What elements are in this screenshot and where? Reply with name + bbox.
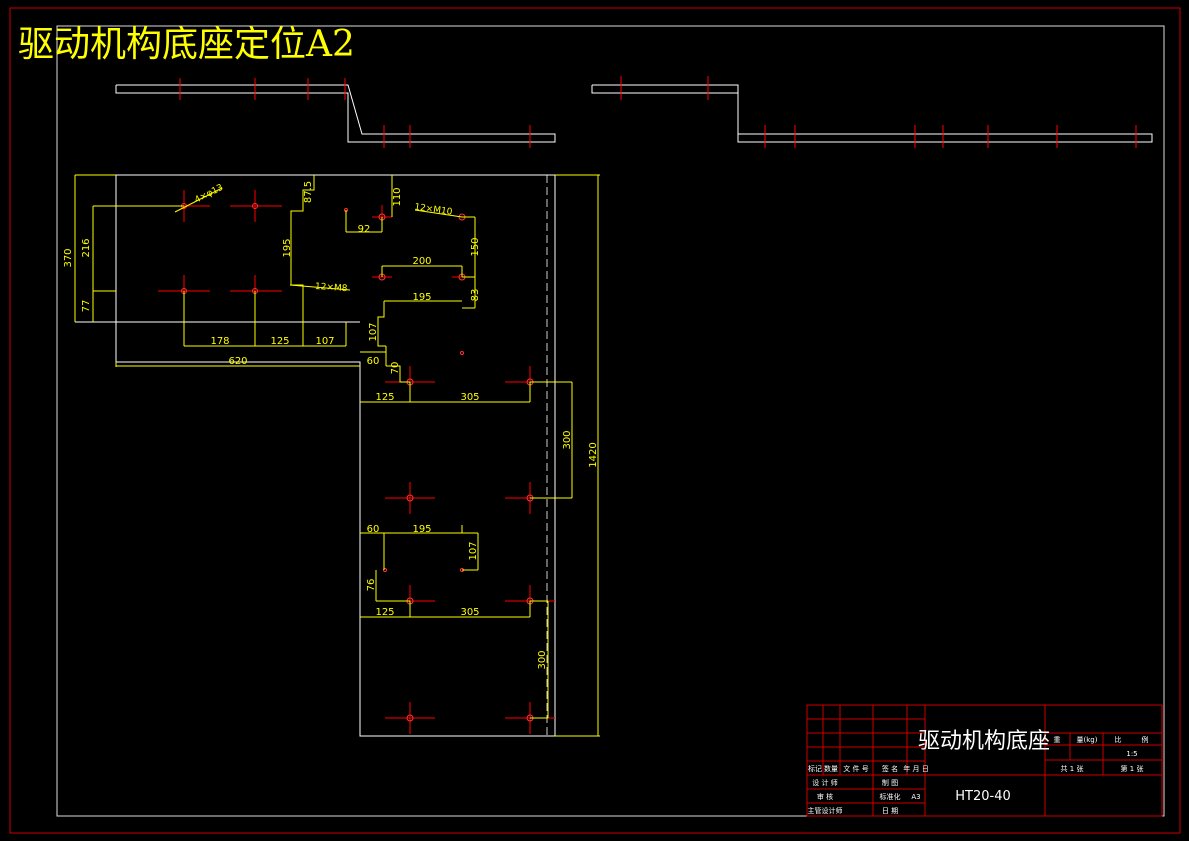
header-qty: 数量	[824, 764, 838, 773]
title-block-grid	[806, 704, 1163, 817]
row-standard: 标准化	[880, 792, 901, 801]
header-mark: 标记	[808, 764, 822, 773]
dim-305-b: 305	[460, 607, 479, 618]
row-chief: 主管设计师	[808, 806, 843, 815]
row-standard-value: A3	[911, 793, 920, 801]
dim-305-a: 305	[460, 392, 479, 403]
dim-107-b: 107	[315, 336, 334, 347]
dim-620: 620	[228, 356, 247, 367]
dim-195-mid: 195	[412, 292, 431, 303]
dim-107-left: 107	[368, 322, 379, 341]
dim-195-b: 195	[412, 524, 431, 535]
elevation-view-right	[591, 84, 1153, 143]
title-block-text: 驱动机构底座 HT20-40 标记 数量 文 件 号 签 名 年 月 日 设 计…	[808, 729, 1149, 815]
dim-110: 110	[392, 187, 403, 206]
scale-value: 1:5	[1126, 750, 1137, 758]
dim-60-b: 60	[367, 524, 380, 535]
label-weight-unit: 量(kg)	[1077, 736, 1098, 744]
elevation-view-left	[115, 84, 556, 143]
plan-view-outline	[75, 174, 600, 737]
material: HT20-40	[955, 789, 1011, 804]
dim-195-left: 195	[282, 238, 293, 257]
sheet-title: 驱动机构底座定位A2	[18, 24, 355, 65]
dimension-lines	[74, 174, 600, 737]
outer-frame	[9, 7, 1181, 834]
sheets-total: 共 1 张	[1061, 764, 1084, 773]
dim-370: 370	[63, 248, 74, 267]
sheet-number: 第 1 张	[1121, 764, 1144, 773]
dim-200: 200	[412, 256, 431, 267]
row-review: 审 核	[817, 792, 833, 801]
dim-125-a: 125	[270, 336, 289, 347]
header-docno: 文 件 号	[843, 764, 868, 773]
label-weight: 重	[1054, 736, 1061, 744]
callout-12-m8: 12×M8	[315, 282, 348, 294]
dim-107-c: 107	[468, 541, 479, 560]
dimension-texts: 370 216 77 87.5 110 195 92 150 200 83 19…	[63, 181, 599, 670]
dim-76: 76	[366, 579, 377, 592]
row-drawing: 制 图	[882, 778, 898, 787]
dim-178: 178	[210, 336, 229, 347]
dim-125-b: 125	[375, 392, 394, 403]
label-scale: 比	[1115, 735, 1122, 744]
callout-12-m10: 12×M10	[414, 202, 454, 217]
elevation-view-right-centerlines	[620, 76, 1137, 148]
dim-150: 150	[470, 237, 481, 256]
dim-77: 77	[81, 300, 92, 313]
dim-87-5: 87.5	[303, 181, 314, 203]
elevation-view-left-centerlines	[179, 78, 531, 148]
dim-300-a: 300	[562, 430, 573, 449]
dim-83: 83	[470, 289, 481, 302]
hole-markers	[181, 203, 534, 722]
label-scale-2: 例	[1142, 735, 1149, 744]
part-name: 驱动机构底座	[918, 729, 1050, 754]
inner-frame	[56, 25, 1165, 817]
row-designer: 设 计 师	[812, 778, 837, 787]
header-date: 年 月 日	[903, 764, 928, 773]
hole-centerlines	[158, 190, 555, 734]
dim-60-a: 60	[367, 356, 380, 367]
row-date: 日 期	[882, 807, 898, 815]
dim-92: 92	[358, 224, 371, 235]
callout-4-holes: 4×φ13	[193, 183, 225, 206]
dim-70: 70	[390, 362, 401, 375]
dim-1420: 1420	[588, 442, 599, 467]
dim-125-c: 125	[375, 607, 394, 618]
header-sign: 签 名	[882, 764, 898, 773]
dim-300-b: 300	[537, 650, 548, 669]
dim-216: 216	[81, 238, 92, 257]
